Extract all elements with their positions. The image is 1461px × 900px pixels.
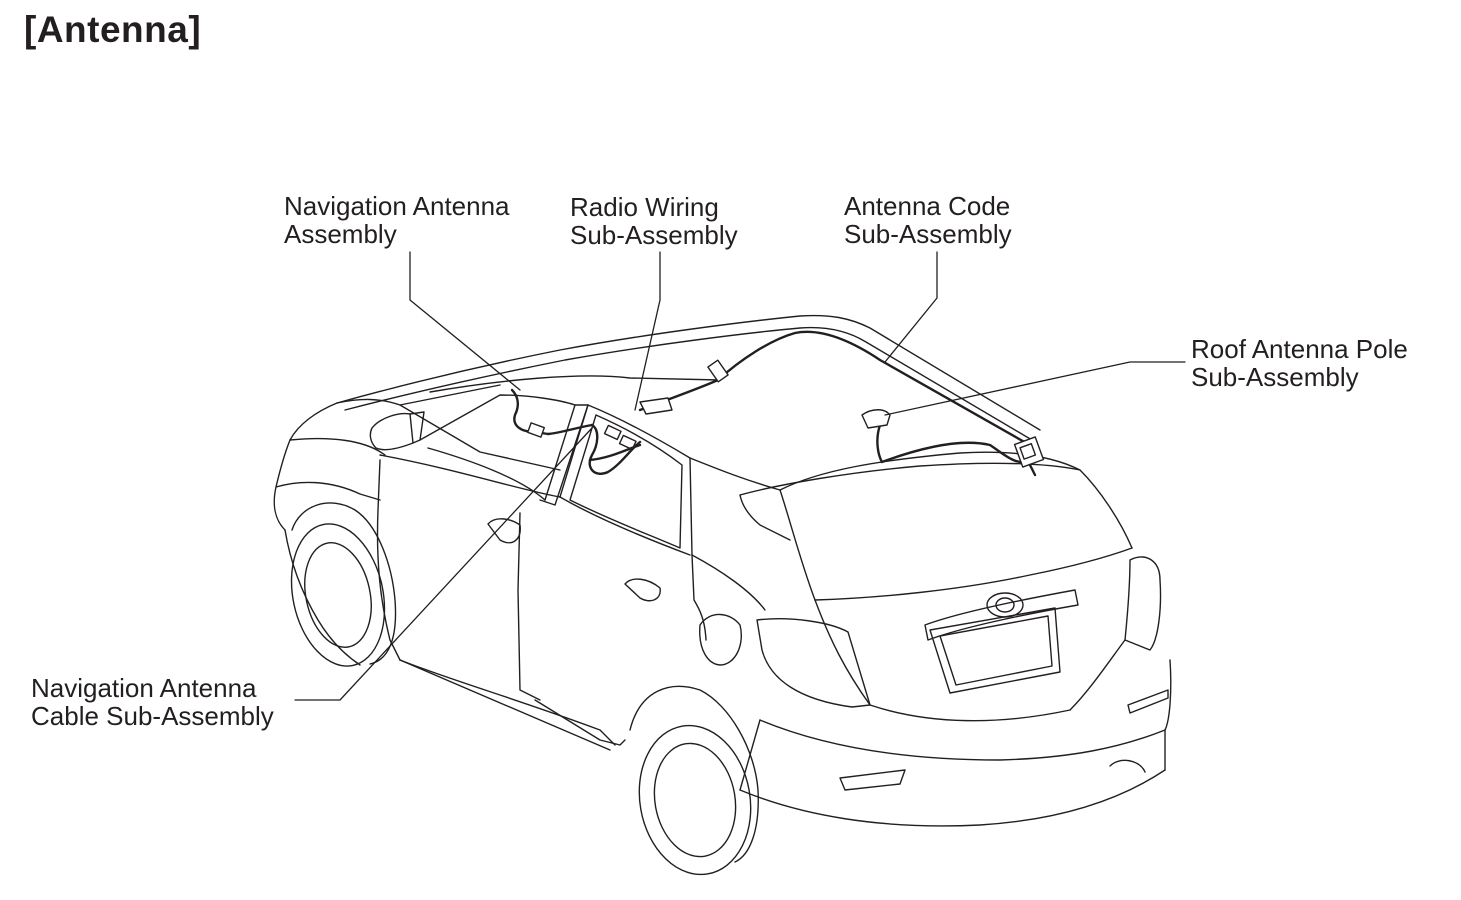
label-navigation-antenna-assembly-line1: Navigation Antenna: [284, 191, 510, 221]
label-radio-wiring-line1: Radio Wiring: [570, 192, 719, 222]
label-nav-antenna-cable-line2: Cable Sub-Assembly: [31, 701, 274, 731]
car-illustration: [273, 314, 1172, 876]
label-roof-antenna-pole-line1: Roof Antenna Pole: [1191, 334, 1408, 364]
label-antenna-code-line2: Sub-Assembly: [844, 219, 1012, 249]
label-nav-antenna-cable-line1: Navigation Antenna: [31, 673, 257, 703]
label-antenna-code-line1: Antenna Code: [844, 191, 1011, 221]
leader-roof-antenna-pole: [884, 361, 1186, 416]
leader-nav-antenna-cable: [294, 427, 593, 701]
page-title: [Antenna]: [24, 9, 202, 50]
leader-nav-antenna-assembly: [409, 251, 521, 391]
antenna-wiring: [510, 330, 1045, 477]
leader-radio-wiring: [634, 251, 661, 411]
label-navigation-antenna-assembly-line2: Assembly: [284, 219, 397, 249]
label-roof-antenna-pole-sub-assembly: Roof Antenna Pole Sub-Assembly: [1191, 335, 1408, 391]
label-navigation-antenna-cable-sub-assembly: Navigation Antenna Cable Sub-Assembly: [31, 674, 274, 730]
leader-antenna-code: [884, 251, 938, 363]
label-radio-wiring-sub-assembly: Radio Wiring Sub-Assembly: [570, 193, 738, 249]
label-roof-antenna-pole-line2: Sub-Assembly: [1191, 362, 1359, 392]
leader-lines: [294, 251, 1186, 701]
label-navigation-antenna-assembly: Navigation Antenna Assembly: [284, 192, 510, 248]
label-radio-wiring-line2: Sub-Assembly: [570, 220, 738, 250]
label-antenna-code-sub-assembly: Antenna Code Sub-Assembly: [844, 192, 1012, 248]
